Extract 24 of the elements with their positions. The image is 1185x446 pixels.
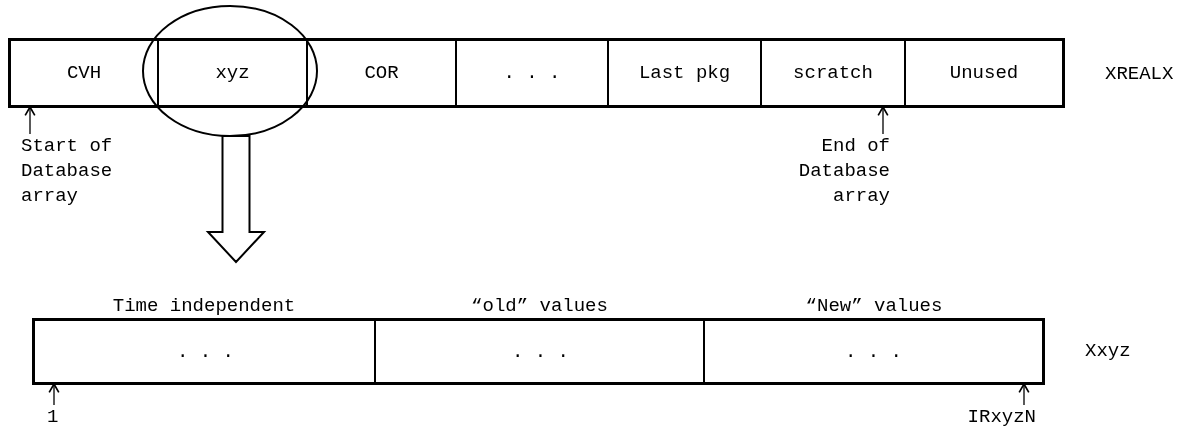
memory-segment: Unused xyxy=(904,39,1064,107)
pointer-label: 1 xyxy=(47,405,60,430)
segment-heading: “New” values xyxy=(805,295,943,318)
segment-heading: Time independent xyxy=(112,295,296,318)
memory-segment: COR xyxy=(306,39,455,107)
memory-segment: . . . xyxy=(703,319,1044,384)
pointer-label: End of Database array xyxy=(797,134,890,209)
memory-segment: . . . xyxy=(374,319,705,384)
array-name: XREALX xyxy=(1105,63,1174,85)
memory-segment: CVH xyxy=(9,39,157,107)
memory-segment: scratch xyxy=(760,39,904,107)
array-name: Xxyz xyxy=(1085,340,1131,362)
pointer-arrow xyxy=(1018,383,1030,406)
memory-segment: . . . xyxy=(455,39,607,107)
memory-segment: . . . xyxy=(33,319,376,384)
pointer-label: Start of Database array xyxy=(21,134,114,209)
pointer-arrow xyxy=(24,106,36,135)
memory-segment: Last pkg xyxy=(607,39,760,107)
pointer-arrow xyxy=(48,383,60,406)
block-arrow xyxy=(205,135,267,264)
segment-heading: “old” values xyxy=(471,295,608,318)
memory-segment: xyz xyxy=(157,39,308,107)
pointer-arrow xyxy=(877,106,889,135)
pointer-label: IRxyzN xyxy=(966,405,1036,430)
